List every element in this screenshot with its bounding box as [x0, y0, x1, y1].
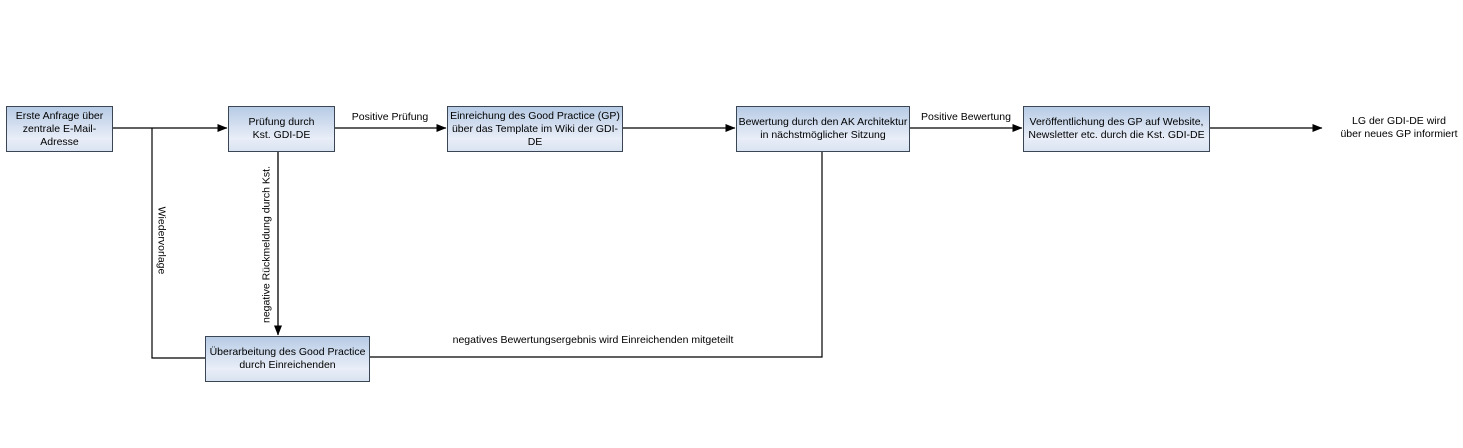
edge-label-negatives-ergebnis: negatives Bewertungsergebnis wird Einrei…	[452, 334, 734, 346]
edge-label-positive-bewertung: Positive Bewertung	[921, 111, 1011, 123]
edge-label-wiedervorlage: Wiedervorlage	[155, 206, 168, 275]
node-einreichung: Einreichung des Good Practice (GP) über …	[447, 106, 623, 152]
edge-label-positive-pruefung: Positive Prüfung	[351, 111, 429, 123]
node-pruefung: Prüfung durch Kst. GDI-DE	[228, 106, 335, 152]
edge-label-negative-rueckmeldung: negative Rückmeldung durch Kst.	[260, 166, 273, 324]
connector-negatives-ergebnis	[370, 152, 823, 358]
end-text-lg-informiert: LG der GDI-DE wird über neues GP informi…	[1340, 115, 1458, 140]
node-erste-anfrage: Erste Anfrage über zentrale E-Mail-Adres…	[6, 106, 113, 152]
node-bewertung: Bewertung durch den AK Architektur in nä…	[736, 106, 910, 152]
node-veroeffentlichung: Veröffentlichung des GP auf Website, New…	[1023, 106, 1210, 152]
connector-wiedervorlage	[151, 128, 205, 359]
node-ueberarbeitung: Überarbeitung des Good Practice durch Ei…	[205, 336, 370, 382]
